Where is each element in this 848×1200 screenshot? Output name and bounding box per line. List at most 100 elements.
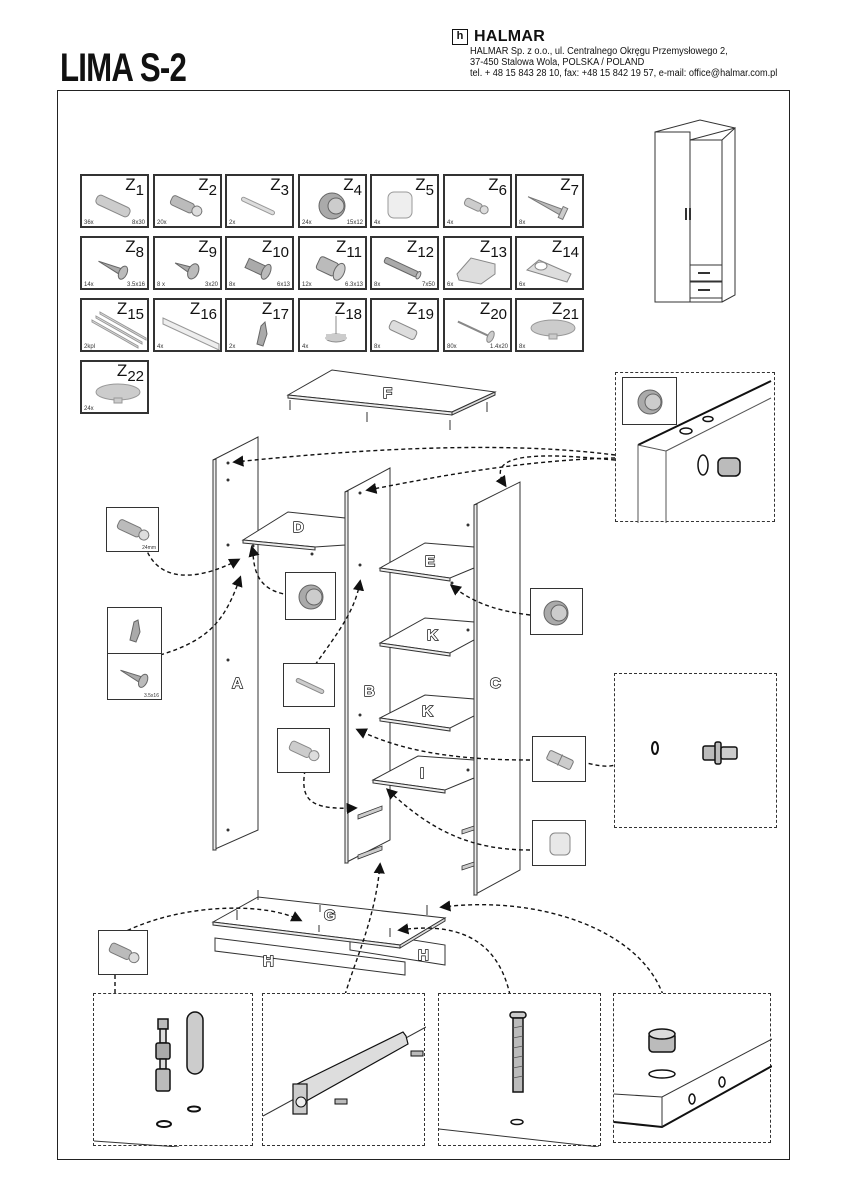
confirmat-screw-icon [315, 256, 346, 281]
part-code: Z16 [189, 299, 217, 324]
part-z12: Z12 8x 7x50 [370, 236, 439, 290]
part-quantity: 8x [519, 220, 526, 226]
wood-screw-icon [120, 669, 149, 688]
part-z5: Z5 4x [370, 174, 439, 228]
part-z20: Z20 80x 1.4x20 [443, 298, 512, 352]
panel-label-c: C [490, 675, 501, 692]
part-code: Z12 [406, 237, 434, 262]
callout-screw: 3.5x16 [107, 653, 162, 700]
product-title: LIMA S-2 [60, 46, 187, 90]
address-line-2: 37-450 Stalowa Wola, POLSKA / POLAND [470, 57, 645, 68]
panel-label-k2: K [422, 703, 433, 720]
part-size: 7x50 [421, 282, 435, 288]
part-code: Z14 [551, 237, 579, 262]
shelf-pin-drawing [651, 741, 738, 765]
callout-shelf-pin [532, 736, 586, 782]
part-code: Z3 [270, 175, 289, 200]
detail-long-screw [438, 993, 601, 1147]
dowel-bolt-drawing [94, 1011, 204, 1147]
instruction-frame [57, 90, 790, 1160]
part-quantity: 8x [374, 344, 381, 350]
part-code: Z9 [198, 237, 217, 262]
callout-double-pin [283, 663, 335, 707]
part-quantity: 8x [519, 344, 526, 350]
part-code: Z19 [406, 299, 434, 324]
wall-bracket-icon [129, 619, 141, 643]
part-quantity: 36x [84, 220, 94, 226]
shelf-pin-icon [546, 750, 574, 770]
part-quantity: 12x [302, 282, 312, 288]
callout-cam-lock-e [530, 588, 583, 635]
hinge-plate-icon [456, 257, 496, 285]
part-quantity: 4x [374, 220, 381, 226]
cam-bolt-icon [169, 195, 203, 217]
part-quantity: 8x [374, 282, 381, 288]
cam-bolt-icon [116, 519, 150, 541]
callout-note: 24mm [142, 545, 156, 551]
part-z9: Z9 8 x 3x20 [153, 236, 222, 290]
part-z11: Z11 12x 6.3x13 [298, 236, 367, 290]
part-code: Z5 [415, 175, 434, 200]
brand-block: h HALMAR HALMAR Sp. z o.o., ul. Centraln… [452, 28, 804, 79]
callout-note: 3.5x16 [143, 693, 159, 699]
panel-a [212, 436, 259, 851]
part-quantity: 4x [302, 344, 309, 350]
panel-b [344, 467, 391, 864]
part-code: Z4 [343, 175, 362, 200]
part-size: 1.4x20 [489, 344, 508, 350]
cam-lock-icon [637, 389, 663, 415]
panel-label-d: D [293, 519, 304, 536]
cam-lock-icon [298, 584, 324, 610]
part-code: Z11 [336, 237, 362, 262]
part-size: 3x20 [204, 282, 218, 288]
part-quantity: 2kpl [84, 344, 96, 350]
part-quantity: 80x [447, 344, 457, 350]
cover-cap-small-icon [95, 383, 141, 404]
part-code: Z13 [479, 237, 507, 262]
part-size: 6.3x13 [344, 282, 363, 288]
address-line-1: HALMAR Sp. z o.o., ul. Centralnego Okręg… [470, 46, 728, 57]
panel-label-g: G [324, 907, 336, 924]
drawer-runners-icon [91, 311, 147, 349]
euro-screw-icon [244, 257, 272, 280]
part-size: 8x30 [131, 220, 145, 226]
part-quantity: 24x [302, 220, 312, 226]
inset-cam-lock [622, 377, 677, 425]
nail-icon [457, 320, 495, 343]
part-quantity: 6x [447, 282, 454, 288]
cam-lock-icon [543, 600, 569, 626]
part-quantity: 4x [157, 344, 164, 350]
part-quantity: 8 x [157, 282, 166, 288]
part-quantity: 8x [229, 282, 236, 288]
panel-label-h-back: H [418, 947, 429, 964]
callout-cam-lock-d [285, 572, 336, 620]
part-code: Z20 [479, 299, 507, 324]
part-code: Z10 [261, 237, 289, 262]
panel-label-f: F [383, 385, 392, 402]
callout-bracket [107, 607, 162, 654]
part-z19: Z19 8x [370, 298, 439, 352]
plastic-connector-icon [549, 832, 571, 856]
detail-cam-lock-top [615, 372, 775, 523]
part-quantity: 20x [157, 220, 167, 226]
panel-label-b: B [364, 683, 375, 700]
part-code: Z17 [261, 299, 289, 324]
cover-cap-icon [530, 319, 576, 340]
wooden-dowel-icon [95, 194, 131, 218]
part-code: Z1 [125, 175, 144, 200]
part-quantity: 2x [229, 344, 236, 350]
detail-shelf-pin [614, 673, 777, 828]
part-quantity: 4x [447, 220, 454, 226]
contact-line: tel. + 48 15 843 28 10, fax: +48 15 842 … [470, 68, 778, 79]
flat-head-screw-icon [527, 196, 569, 221]
